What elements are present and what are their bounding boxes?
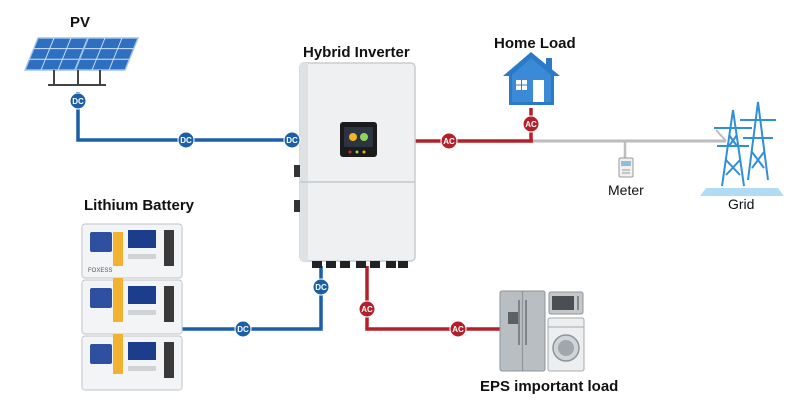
svg-text:DC: DC: [180, 136, 192, 145]
battery-brand-label: FOXESS: [88, 268, 112, 274]
dc-badge-inverter-input: DC: [283, 131, 301, 149]
house-icon: [503, 52, 560, 105]
meter-label: Meter: [608, 182, 644, 198]
svg-text:AC: AC: [443, 137, 455, 146]
dc-badge-pv: DC: [69, 92, 87, 110]
battery-module-2: [81, 278, 183, 335]
meter-icon: [618, 157, 634, 178]
microwave-icon: [548, 291, 584, 315]
eps-ac-line: [365, 266, 500, 331]
svg-text:AC: AC: [452, 325, 464, 334]
dc-badge-battery-line: DC: [234, 320, 252, 338]
solar-panel-icon: [24, 37, 140, 86]
refrigerator-icon: [499, 290, 546, 372]
inverter-label: Hybrid Inverter: [303, 44, 410, 61]
grid-label: Grid: [728, 196, 755, 212]
appliances-icon: [499, 290, 585, 372]
ac-badge-eps-line: AC: [449, 320, 467, 338]
battery-module-3: [81, 334, 183, 391]
grid-tower-icon: [700, 101, 784, 196]
svg-text:DC: DC: [286, 136, 298, 145]
svg-text:DC: DC: [315, 283, 327, 292]
dc-badge-pv-line: DC: [177, 131, 195, 149]
eps-load-label: EPS important load: [480, 378, 619, 395]
dc-badge-inverter-battery: DC: [312, 278, 330, 296]
svg-text:DC: DC: [72, 97, 84, 106]
battery-stack: FOXESS: [81, 223, 183, 391]
battery-dc-line: [182, 266, 323, 331]
home-load-label: Home Load: [494, 35, 576, 52]
svg-text:DC: DC: [237, 325, 249, 334]
svg-text:AC: AC: [361, 305, 373, 314]
ac-badge-inverter-eps: AC: [358, 300, 376, 318]
ac-badge-inverter-output: AC: [440, 132, 458, 150]
pv-label: PV: [70, 14, 91, 31]
washing-machine-icon: [547, 317, 585, 372]
ac-badge-home-load: AC: [522, 115, 540, 133]
battery-label: Lithium Battery: [84, 197, 195, 214]
hybrid-inverter: [294, 62, 416, 268]
battery-module-1: [81, 223, 183, 279]
svg-text:AC: AC: [525, 120, 537, 129]
